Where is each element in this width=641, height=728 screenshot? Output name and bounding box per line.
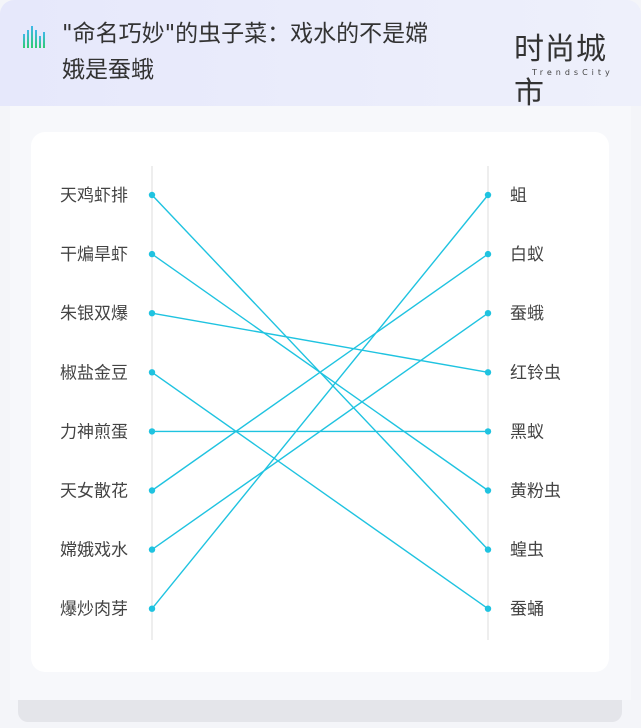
left-label: 朱银双爆 bbox=[60, 304, 128, 324]
left-label: 椒盐金豆 bbox=[60, 363, 128, 383]
right-node bbox=[484, 546, 492, 553]
left-node bbox=[148, 250, 156, 258]
logo-text: 时尚城市 bbox=[514, 32, 607, 111]
link-line bbox=[151, 253, 489, 492]
left-label: 力神煎蛋 bbox=[60, 422, 128, 442]
link-line bbox=[151, 194, 489, 610]
bar-chart-icon bbox=[23, 26, 45, 48]
header: "命名巧妙"的虫子菜：戏水的不是嫦娥是蚕蛾 时尚城市 TrendsCity bbox=[0, 0, 641, 111]
right-label: 黄粉虫 bbox=[510, 482, 561, 502]
right-label: 蛆 bbox=[510, 186, 527, 206]
page-title: "命名巧妙"的虫子菜：戏水的不是嫦娥是蚕蛾 bbox=[62, 21, 429, 83]
left-label: 干煸旱虾 bbox=[60, 245, 128, 265]
right-label: 蚕蛹 bbox=[510, 600, 544, 620]
right-node bbox=[484, 487, 492, 494]
logo-subtext: TrendsCity bbox=[532, 68, 614, 77]
left-node bbox=[148, 605, 156, 612]
right-label: 白蚁 bbox=[510, 245, 544, 265]
right-node bbox=[484, 369, 492, 376]
right-node bbox=[484, 250, 492, 258]
logo: 时尚城市 TrendsCity bbox=[448, 22, 628, 111]
right-node bbox=[484, 605, 492, 612]
logo-mark-icon bbox=[451, 22, 503, 82]
left-label: 爆炒肉芽 bbox=[60, 600, 128, 620]
right-label: 蝗虫 bbox=[510, 541, 544, 561]
left-node bbox=[148, 310, 156, 317]
link-line bbox=[151, 312, 489, 373]
right-node bbox=[484, 428, 492, 435]
left-label: 天鸡虾排 bbox=[60, 186, 128, 206]
right-node bbox=[484, 310, 492, 317]
right-label: 蚕蛾 bbox=[510, 304, 544, 324]
right-node bbox=[484, 191, 492, 199]
left-label: 嫦娥戏水 bbox=[60, 541, 128, 561]
link-line bbox=[151, 371, 489, 610]
left-node bbox=[148, 191, 156, 199]
left-label: 天女散花 bbox=[60, 482, 128, 502]
left-node bbox=[148, 369, 156, 376]
left-node bbox=[148, 487, 156, 494]
right-label: 黑蚁 bbox=[510, 422, 544, 442]
card-shadow bbox=[18, 700, 622, 722]
link-line bbox=[151, 312, 489, 551]
right-label: 红铃虫 bbox=[510, 363, 561, 383]
left-node bbox=[148, 428, 156, 435]
left-node bbox=[148, 546, 156, 553]
